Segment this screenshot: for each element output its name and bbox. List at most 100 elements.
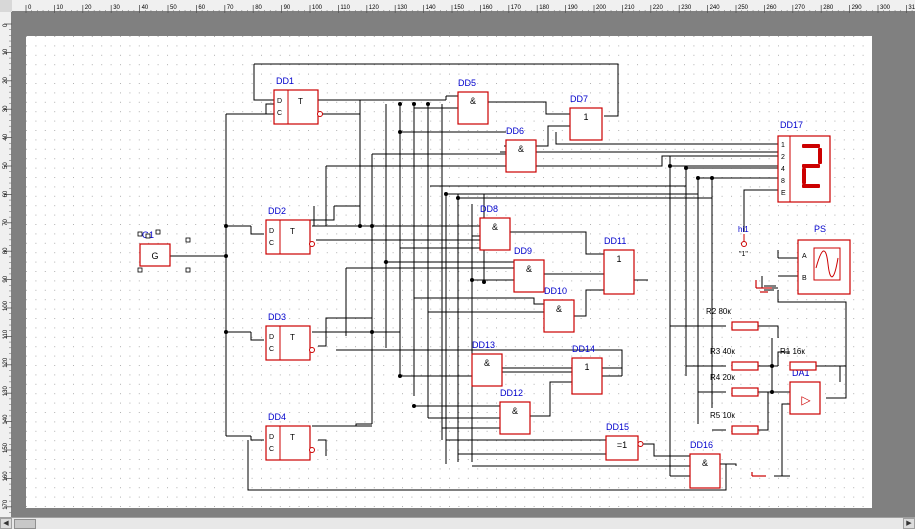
display-pin-label: E: [781, 190, 786, 197]
selection-handles[interactable]: [137, 229, 191, 273]
ruler-label: 140: [426, 5, 437, 11]
ruler-label: 110: [3, 329, 9, 339]
ruler-label: 90: [284, 5, 291, 11]
resistors-layer: R2 80к R3 40к R4 20к R5 10к R1 16к: [706, 307, 817, 435]
ruler-label: 290: [852, 5, 863, 11]
opamp-da1[interactable]: DA1 ▷: [789, 368, 821, 415]
pin-c-label: C: [277, 110, 282, 117]
ruler-label: 190: [568, 5, 579, 11]
pin-d-label: D: [277, 98, 282, 105]
pin-t-label: T: [290, 333, 295, 342]
scope-ps[interactable]: PS A B: [797, 224, 851, 295]
scroll-left-arrow-icon[interactable]: ◀: [0, 518, 12, 529]
gate-symbol: &: [512, 406, 518, 416]
gate-dd9[interactable]: DD9&: [513, 246, 545, 293]
gate-symbol: 1: [616, 254, 621, 264]
opamp-triangle-icon: ▷: [801, 393, 811, 407]
display-label: DD17: [780, 120, 803, 130]
ruler-label: 160: [3, 471, 9, 482]
ruler-label: 20: [85, 5, 92, 11]
ruler-label: 70: [3, 218, 9, 225]
gate-symbol: &: [484, 358, 490, 368]
ruler-label: 180: [539, 5, 550, 11]
gate-label: DD11: [604, 236, 626, 246]
gate-label: DD15: [606, 422, 629, 432]
display-pin-label: 8: [781, 178, 785, 185]
ruler-label: 210: [624, 5, 635, 11]
ruler-label: 60: [198, 5, 205, 11]
gate-symbol: &: [470, 96, 476, 106]
ruler-corner: [0, 0, 12, 12]
schematic-sheet[interactable]: G G1 DD1DCTDD2DCTDD3DCTDD4DCTDD5&DD6&DD7…: [26, 36, 872, 508]
gate-symbol: =1: [617, 440, 627, 450]
pin-d-label: D: [269, 334, 274, 341]
gate-symbol: 1: [584, 362, 589, 372]
generator-symbol: G: [151, 251, 158, 261]
opamp-label: DA1: [792, 368, 810, 378]
schematic-canvas[interactable]: G G1 DD1DCTDD2DCTDD3DCTDD4DCTDD5&DD6&DD7…: [12, 12, 915, 517]
resistor-r4[interactable]: R4 20к: [710, 373, 759, 397]
horizontal-scrollbar[interactable]: ◀ ▶: [0, 517, 915, 529]
gate-dd11[interactable]: DD11 1: [603, 236, 635, 295]
gate-dd6[interactable]: DD6&: [505, 126, 537, 173]
pin-d-label: D: [269, 434, 274, 441]
ruler-label: 130: [3, 386, 9, 397]
gate-label: DD8: [480, 204, 498, 214]
gate-dd5[interactable]: DD5&: [457, 78, 489, 125]
gate-dd13[interactable]: DD13 &: [471, 340, 503, 387]
gate-dd12[interactable]: DD12 &: [499, 388, 531, 435]
pin-c-label: C: [269, 240, 274, 247]
ruler-label: 170: [511, 5, 522, 11]
resistor-r2[interactable]: R2 80к: [706, 307, 759, 331]
trigger-label: DD4: [268, 412, 286, 422]
ruler-label: 110: [340, 5, 350, 11]
ruler-label: 40: [3, 133, 9, 140]
generator-g1[interactable]: G G1: [137, 229, 191, 273]
logic-high-label: hi1: [738, 225, 749, 234]
gate-symbol: &: [526, 264, 532, 274]
gate-dd8[interactable]: DD8&: [479, 204, 511, 251]
ruler-label: 0: [28, 5, 32, 11]
resistor-r1[interactable]: R1 16к: [780, 347, 817, 371]
ruler-label: 220: [653, 5, 664, 11]
inverted-output-icon: [309, 241, 315, 247]
scope-pin-a: A: [802, 253, 807, 260]
ruler-label: 230: [681, 5, 692, 11]
trigger-label: DD3: [268, 312, 286, 322]
gate-dd10[interactable]: DD10&: [543, 286, 575, 333]
resistor-label: R2 80к: [706, 307, 731, 316]
resistor-r3[interactable]: R3 40к: [710, 347, 759, 371]
scroll-thumb[interactable]: [14, 519, 36, 529]
gate-label: DD13: [472, 340, 495, 350]
resistor-label: R4 20к: [710, 373, 735, 382]
trigger-label: DD1: [276, 76, 294, 86]
schematic-drawing[interactable]: G G1 DD1DCTDD2DCTDD3DCTDD4DCTDD5&DD6&DD7…: [26, 36, 872, 508]
gate-dd16[interactable]: DD16&: [689, 440, 721, 489]
pin-t-label: T: [290, 227, 295, 236]
logic-high-source-hi1[interactable]: hi1 "1": [738, 225, 749, 258]
gate-label: DD12: [500, 388, 523, 398]
ruler-label: 250: [738, 5, 749, 11]
pin-d-label: D: [269, 228, 274, 235]
gate-dd15[interactable]: DD15 =1: [605, 422, 644, 461]
ruler-label: 160: [482, 5, 493, 11]
inverted-output-icon: [309, 447, 315, 453]
gate-symbol: 1: [583, 112, 588, 122]
trigger-label: DD2: [268, 206, 286, 216]
gate-label: DD10: [544, 286, 567, 296]
display-pin-label: 1: [781, 142, 785, 149]
resistor-label: R1 16к: [780, 347, 805, 356]
ruler-label: 50: [3, 162, 9, 169]
resistor-r5[interactable]: R5 10к: [710, 411, 759, 435]
scroll-right-arrow-icon[interactable]: ▶: [903, 518, 915, 529]
resistor-label: R5 10к: [710, 411, 735, 420]
ruler-label: 60: [3, 190, 9, 197]
